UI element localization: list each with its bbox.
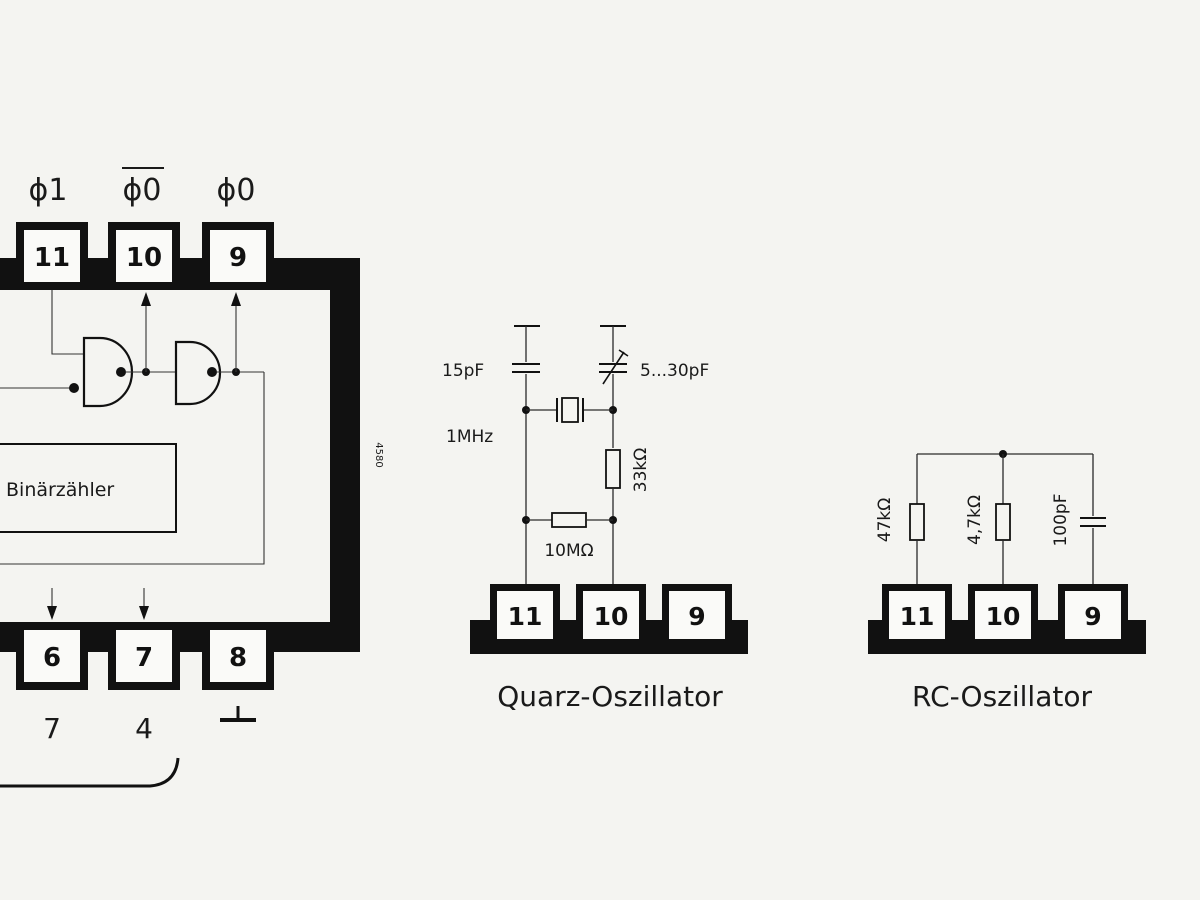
resistor-icon [551, 512, 587, 528]
trimmer-capacitor-icon [599, 349, 629, 385]
pin-number: 9 [688, 602, 705, 631]
rc-c1-label: 100pF [1051, 493, 1071, 546]
rc-title: RC-Oszillator [912, 680, 1092, 713]
signal-label-phi1: ϕ1 [29, 173, 68, 208]
arrow-down-icon [139, 606, 149, 620]
pin-note-4: 4 [135, 712, 153, 745]
pin-number: 11 [508, 602, 543, 631]
pin-number: 6 [43, 643, 61, 673]
resistor-icon [995, 503, 1011, 541]
resistor-icon [909, 503, 925, 541]
counter-box [0, 443, 177, 533]
bracket-curve [0, 757, 180, 788]
ic-package: 11 10 9 ϕ1 ϕ0 ϕ0 6 7 [0, 167, 384, 788]
pin-number: 7 [135, 643, 153, 673]
signal-label-phi0-inverted: ϕ0 [123, 173, 162, 208]
rc-r2-label: 4,7kΩ [965, 495, 985, 545]
counter-label: Binärzähler [6, 479, 114, 501]
pin-number: 8 [229, 643, 247, 673]
ic-bottom-pin-7: 7 [108, 624, 180, 690]
rc-pin-10: 10 [968, 584, 1038, 646]
rc-pin-11: 11 [882, 584, 952, 646]
pin-number: 10 [126, 243, 162, 273]
pin-number: 9 [229, 243, 247, 273]
quartz-pin-11: 11 [490, 584, 560, 646]
resistor-series-label: 33kΩ [631, 448, 651, 492]
pin-number: 9 [1084, 602, 1101, 631]
pin-number: 11 [900, 602, 935, 631]
signal-label-phi0: ϕ0 [217, 173, 256, 208]
arrow-down-icon [47, 606, 57, 620]
pin-note-7: 7 [43, 712, 61, 745]
cap-right-label: 5...30pF [640, 361, 709, 381]
cap-left-label: 15pF [442, 361, 484, 381]
nand-gate-icon [82, 336, 134, 408]
ground-icon [220, 706, 256, 722]
resistor-icon [605, 449, 621, 489]
pin-number: 10 [594, 602, 629, 631]
crystal-label: 1MHz [446, 427, 493, 447]
ic-bottom-pin-8: 8 [202, 624, 274, 690]
ic-top-pin-9: 9 [202, 222, 274, 288]
nand-gate-icon [174, 340, 222, 406]
quartz-pin-9: 9 [662, 584, 732, 646]
side-mark: 4580 [373, 442, 384, 467]
arrow-up-icon [231, 292, 241, 306]
ic-top-pin-11: 11 [16, 222, 88, 288]
rc-oscillator: 11 10 9 47kΩ 4,7kΩ 100pF RC-Oszill [868, 450, 1146, 713]
rc-pin-9: 9 [1058, 584, 1128, 646]
arrow-up-icon [141, 292, 151, 306]
ic-top-pin-10: 10 [108, 222, 180, 288]
rc-r1-label: 47kΩ [875, 498, 895, 542]
pin-number: 11 [34, 243, 70, 273]
pin-number: 10 [986, 602, 1021, 631]
quartz-oscillator: 11 10 9 15pF 5...30pF [442, 325, 748, 713]
ic-bottom-pin-6: 6 [16, 624, 88, 690]
crystal-icon [556, 397, 584, 423]
quartz-pin-10: 10 [576, 584, 646, 646]
resistor-feedback-label: 10MΩ [544, 541, 593, 561]
quartz-title: Quarz-Oszillator [497, 680, 723, 713]
